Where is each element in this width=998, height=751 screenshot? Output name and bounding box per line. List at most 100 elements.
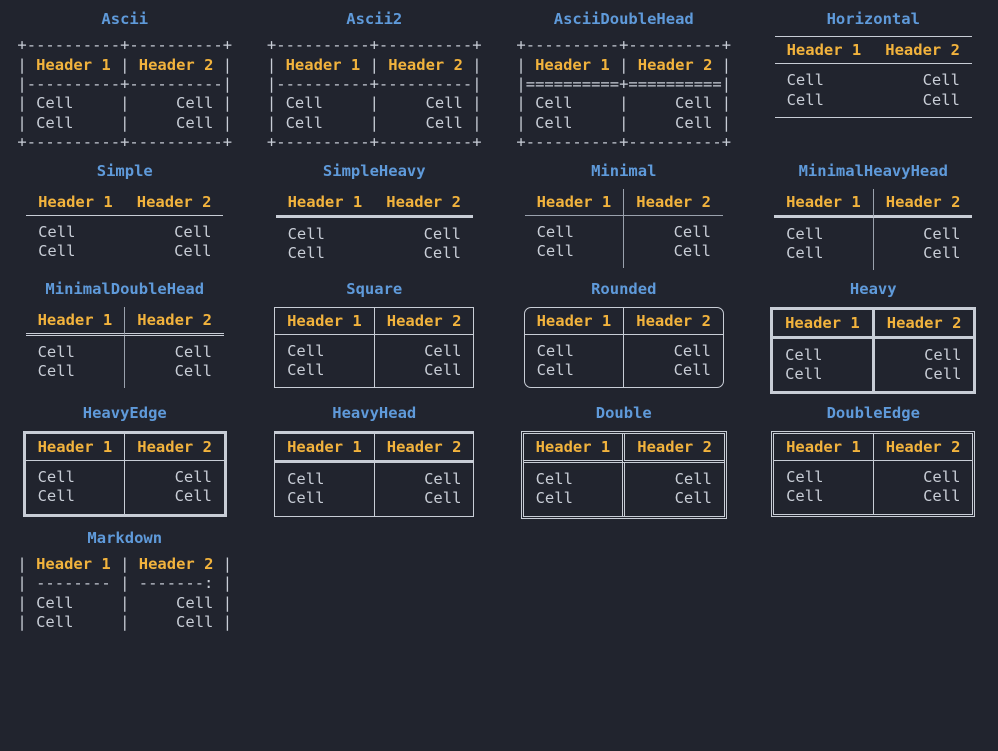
- table-title-ascii: Ascii: [101, 10, 149, 28]
- table-body-col-1: Cell Cell: [786, 71, 824, 109]
- table-body-col-2: Cell Cell: [373, 462, 474, 516]
- ascii-rule: +----------+----------+: [17, 133, 233, 152]
- table-title-markdown: Markdown: [87, 528, 163, 547]
- table-title-double: Double: [595, 404, 652, 423]
- column-header-2: Header 2: [124, 189, 224, 216]
- column-header-1: Header 1: [773, 310, 872, 339]
- column-header-1: Header 1: [535, 55, 610, 74]
- table-body-col-2: Cell Cell: [124, 460, 224, 514]
- column-header-2: Header 2: [388, 55, 463, 74]
- column-header-1: Header 1: [275, 434, 374, 463]
- table-title-minimal: Minimal: [591, 162, 657, 181]
- ascii-table-asciidoublehead: +----------+----------+| Header 1 | Head…: [516, 36, 731, 152]
- ascii-rule: |----------+----------|: [266, 75, 482, 94]
- ascii-rule: |==========+==========|: [516, 75, 732, 94]
- border-glyph: |: [712, 55, 732, 74]
- table-body-col-2: Cell Cell: [871, 338, 974, 392]
- border-glyph: |: [110, 55, 139, 74]
- ascii-rule: +----------+----------+: [516, 36, 732, 55]
- table-title-heavy: Heavy: [849, 280, 897, 299]
- ascii-rule: | -------- | -------: |: [17, 574, 233, 593]
- table-card-asciidoublehead: AsciiDoubleHead+----------+----------+| …: [499, 0, 749, 152]
- table-body-col-1: Cell Cell: [37, 342, 75, 381]
- table-body-col-1: Cell Cell: [786, 467, 824, 506]
- ascii-table-ascii: +----------+----------+ | Header 1 | Head…: [17, 36, 232, 152]
- table-title-doubleedge: DoubleEdge: [826, 404, 920, 423]
- border-glyph: |: [213, 554, 233, 573]
- border-glyph: |: [266, 55, 286, 74]
- ascii-data-row: | Cell | Cell |: [17, 593, 233, 612]
- table-body-col-1: Cell Cell: [37, 467, 75, 506]
- column-header-1: Header 1: [524, 308, 624, 335]
- column-header-2: Header 2: [374, 189, 473, 218]
- table-card-markdown: Markdown| Header 1 | Header 2 || -------…: [0, 519, 250, 633]
- column-header-1: Header 1: [36, 55, 111, 74]
- table-body-col-2: Cell Cell: [623, 334, 723, 388]
- ascii-header-row: | Header 1 | Header 2 |: [17, 56, 232, 75]
- ascii-data-row: | Cell | Cell |: [516, 94, 732, 113]
- column-header-1: Header 1: [523, 434, 623, 463]
- table-title-asciidoublehead: AsciiDoubleHead: [553, 10, 694, 28]
- column-header-2: Header 2: [138, 55, 214, 74]
- table-body-col-2: Cell Cell: [922, 71, 960, 109]
- column-header-1: Header 1: [25, 307, 125, 336]
- table-body-col-1: Cell Cell: [536, 222, 574, 261]
- border-glyph: |: [516, 55, 536, 74]
- table-body-col-2: Cell Cell: [124, 335, 224, 389]
- column-header-1: Header 1: [524, 189, 624, 216]
- border-glyph: |: [213, 55, 233, 74]
- ascii-data-row: | Cell | Cell |: [17, 113, 233, 132]
- column-header-1: Header 1: [275, 189, 375, 218]
- table-body-col-1: Cell Cell: [786, 224, 824, 263]
- border-glyph: |: [110, 554, 139, 573]
- column-header-2: Header 2: [623, 188, 723, 216]
- table-body-col-1: Cell Cell: [287, 224, 325, 263]
- table-body-col-1: Cell Cell: [287, 469, 325, 508]
- table-body-col-2: Cell Cell: [872, 217, 973, 271]
- border-glyph: |: [462, 55, 482, 74]
- table-box-style-gallery: Ascii+----------+----------+| Header 1 |…: [0, 0, 998, 633]
- ascii-rule: +----------+----------+: [266, 36, 482, 55]
- table-title-simple: Simple: [96, 162, 153, 181]
- table-body-col-2: Cell Cell: [872, 460, 973, 514]
- column-header-1: Header 1: [25, 434, 125, 461]
- column-header-1: Header 1: [275, 308, 374, 335]
- table-title-heavyedge: HeavyEdge: [82, 404, 167, 423]
- table-body-col-1: Cell Cell: [38, 222, 76, 261]
- column-header-2: Header 2: [873, 37, 972, 65]
- ascii-data-row: | Cell | Cell |: [266, 94, 482, 113]
- border-glyph: |: [360, 55, 389, 74]
- ascii-data-row: | Cell | Cell |: [17, 612, 233, 631]
- column-header-1: Header 1: [774, 434, 873, 461]
- border-glyph: |: [17, 55, 37, 74]
- table-title-horizontal: Horizontal: [826, 10, 920, 28]
- table-body-col-2: Cell Cell: [174, 222, 212, 261]
- column-header-2: Header 2: [872, 433, 973, 461]
- table-body-col-2: Cell Cell: [373, 334, 474, 388]
- column-header-2: Header 2: [871, 309, 974, 339]
- ascii-header-row: | Header 1 | Header 2 |: [516, 56, 731, 75]
- column-header-1: Header 1: [774, 189, 873, 218]
- ascii-rule: +----------+----------+: [516, 133, 732, 152]
- column-header-1: Header 1: [285, 55, 361, 74]
- column-header-2: Header 2: [623, 307, 723, 335]
- table-title-minimalheavyhead: MinimalHeavyHead: [798, 162, 948, 181]
